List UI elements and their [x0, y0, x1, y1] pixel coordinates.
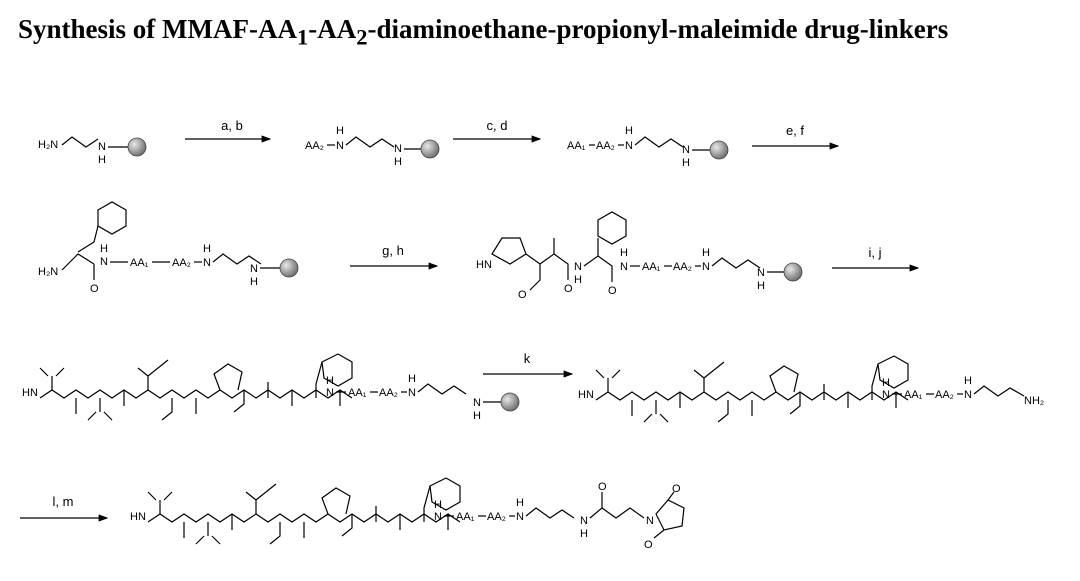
compound-4: H₂N O N H AA₁ AA₂ N H N H	[38, 201, 299, 295]
svg-text:H: H	[98, 154, 106, 166]
svg-text:N: N	[100, 256, 108, 268]
svg-text:H: H	[964, 375, 972, 387]
svg-text:O: O	[564, 283, 573, 295]
svg-text:H: H	[434, 499, 442, 511]
svg-text:N: N	[516, 511, 524, 523]
svg-text:H: H	[574, 274, 582, 286]
svg-text:N: N	[757, 267, 765, 279]
svg-text:O: O	[90, 283, 99, 295]
svg-text:H: H	[326, 375, 334, 387]
svg-text:AA₂: AA₂	[935, 389, 954, 401]
resin-bead-icon	[420, 139, 440, 159]
svg-text:AA₁: AA₁	[904, 389, 923, 401]
svg-text:H: H	[682, 157, 690, 169]
svg-text:H: H	[882, 377, 890, 389]
reagents-cd: c, d	[487, 118, 508, 133]
svg-text:H: H	[702, 247, 710, 259]
svg-text:HN: HN	[130, 511, 146, 523]
svg-text:N: N	[964, 389, 972, 401]
svg-text:H: H	[408, 373, 416, 385]
svg-text:AA₂: AA₂	[172, 257, 191, 269]
svg-text:O: O	[672, 483, 681, 495]
svg-text:N: N	[702, 261, 710, 273]
svg-text:O: O	[644, 539, 653, 551]
resin-bead-icon	[783, 262, 803, 282]
svg-text:AA₂: AA₂	[379, 387, 398, 399]
svg-text:O: O	[598, 481, 607, 493]
compound-8: HN N H AA₁ AA₂ N H N H O N O O	[130, 477, 685, 551]
resin-bead-icon	[279, 258, 299, 278]
svg-text:N: N	[580, 515, 588, 527]
svg-text:N: N	[646, 515, 654, 527]
svg-text:H: H	[620, 247, 628, 259]
svg-text:H: H	[250, 276, 258, 288]
svg-text:AA₁: AA₁	[567, 140, 586, 152]
resin-bead-icon	[500, 392, 520, 412]
svg-text:N: N	[882, 389, 890, 401]
svg-text:N: N	[408, 387, 416, 399]
svg-text:HN: HN	[476, 259, 492, 271]
reagents-k: k	[524, 351, 531, 366]
svg-text:N: N	[326, 387, 334, 399]
svg-text:H: H	[757, 280, 765, 292]
svg-text:N: N	[473, 397, 481, 409]
svg-text:N: N	[203, 257, 211, 269]
svg-text:N: N	[250, 263, 258, 275]
svg-text:H: H	[625, 125, 633, 137]
svg-text:AA₁: AA₁	[130, 257, 149, 269]
compound-1: H₂N N H	[38, 136, 147, 166]
resin-bead-icon	[709, 140, 729, 160]
svg-text:N: N	[394, 143, 402, 155]
svg-text:N: N	[682, 144, 690, 156]
svg-text:N: N	[620, 261, 628, 273]
svg-text:AA₂: AA₂	[596, 140, 615, 152]
reagents-lm: l, m	[53, 494, 74, 509]
svg-text:N: N	[574, 261, 582, 273]
scheme-title: Synthesis of MMAF-AA1-AA2-diaminoethane-…	[18, 14, 949, 50]
svg-text:AA₁: AA₁	[456, 511, 475, 523]
reagents-ab: a, b	[221, 118, 243, 133]
svg-text:HN: HN	[578, 389, 594, 401]
svg-text:AA₁: AA₁	[642, 261, 661, 273]
svg-text:H₂N: H₂N	[38, 139, 58, 151]
svg-text:H₂N: H₂N	[38, 266, 58, 278]
svg-text:H: H	[336, 125, 344, 137]
svg-text:H: H	[203, 243, 211, 255]
svg-text:H: H	[580, 528, 588, 540]
compound-5: HN O O N H O N H AA₁ AA₂ N H N H	[476, 211, 803, 301]
reagents-ij: i, j	[869, 245, 882, 260]
compound-2: AA₂ N H N H	[305, 125, 440, 168]
svg-text:NH₂: NH₂	[1024, 395, 1044, 407]
compound-3: AA₁ AA₂ N H N H	[567, 125, 729, 169]
resin-bead-icon	[127, 137, 147, 157]
svg-text:H: H	[473, 410, 481, 422]
svg-text:N: N	[625, 140, 633, 152]
compound-6: HN N H AA₁ AA₂ N H N H	[22, 353, 520, 422]
svg-text:N: N	[434, 511, 442, 523]
svg-text:AA₁: AA₁	[348, 387, 367, 399]
svg-text:AA₂: AA₂	[673, 261, 692, 273]
svg-text:AA₂: AA₂	[305, 140, 324, 152]
svg-text:O: O	[518, 289, 527, 301]
svg-text:N: N	[98, 141, 106, 153]
svg-text:HN: HN	[22, 387, 38, 399]
reagents-ef: e, f	[786, 123, 804, 138]
svg-text:H: H	[394, 156, 402, 168]
reagents-gh: g, h	[382, 243, 404, 258]
svg-text:AA₂: AA₂	[487, 511, 506, 523]
svg-text:N: N	[336, 140, 344, 152]
svg-text:H: H	[100, 243, 108, 255]
compound-7: HN N H AA₁ AA₂ N H NH₂	[578, 355, 1044, 423]
svg-text:O: O	[608, 285, 617, 297]
svg-text:H: H	[516, 497, 524, 509]
